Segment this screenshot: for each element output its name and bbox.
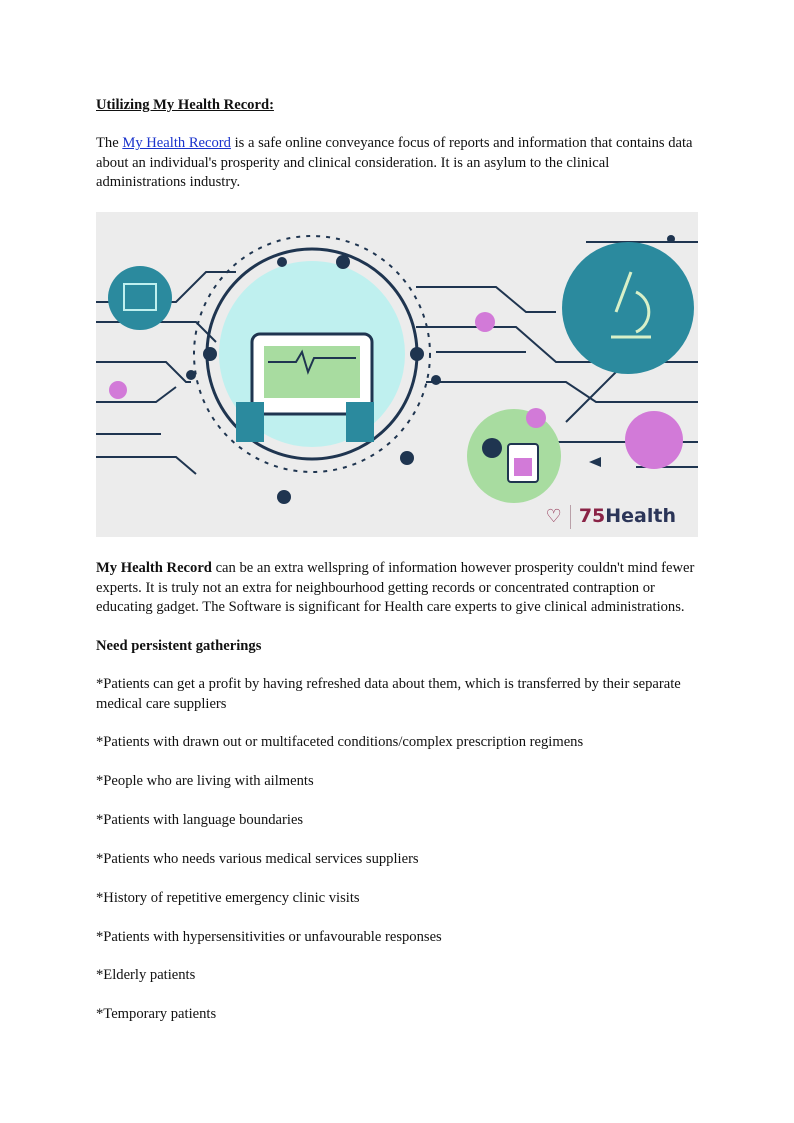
list-item: *Patients with hypersensitivities or unf… bbox=[96, 929, 442, 945]
list-item: *People who are living with ailments bbox=[96, 773, 314, 789]
list-item: *Patients who needs various medical serv… bbox=[96, 851, 419, 867]
description-paragraph: My Health Record can be an extra wellspr… bbox=[96, 559, 700, 618]
circuit-illustration bbox=[96, 235, 698, 504]
list-item: *Patients with language boundaries bbox=[96, 812, 304, 828]
logo-number: 75 bbox=[578, 505, 606, 528]
list-item: *Temporary patients bbox=[96, 1006, 217, 1022]
page-heading: Utilizing My Health Record: bbox=[96, 97, 274, 113]
list-item: *Elderly patients bbox=[96, 967, 196, 983]
intro-text: The bbox=[96, 135, 123, 151]
intro-text-rest: is a safe online conveyance focus of rep… bbox=[96, 135, 693, 190]
list-item: *Patients with drawn out or multifaceted… bbox=[96, 734, 584, 750]
subheading: Need persistent gatherings bbox=[96, 638, 262, 654]
logo-divider bbox=[569, 505, 571, 529]
my-health-record-link[interactable]: My Health Record bbox=[122, 135, 231, 151]
list-item: *History of repetitive emergency clinic … bbox=[96, 890, 360, 906]
description-bold: My Health Record bbox=[96, 560, 212, 576]
heart-pill-icon: ♡ bbox=[545, 506, 562, 528]
description-text: can be an extra wellspring of informatio… bbox=[96, 560, 695, 615]
intro-paragraph: The My Health Record is a safe online co… bbox=[96, 134, 700, 193]
logo-word: Health bbox=[605, 505, 676, 528]
list-item: *Patients can get a profit by having ref… bbox=[96, 676, 681, 712]
